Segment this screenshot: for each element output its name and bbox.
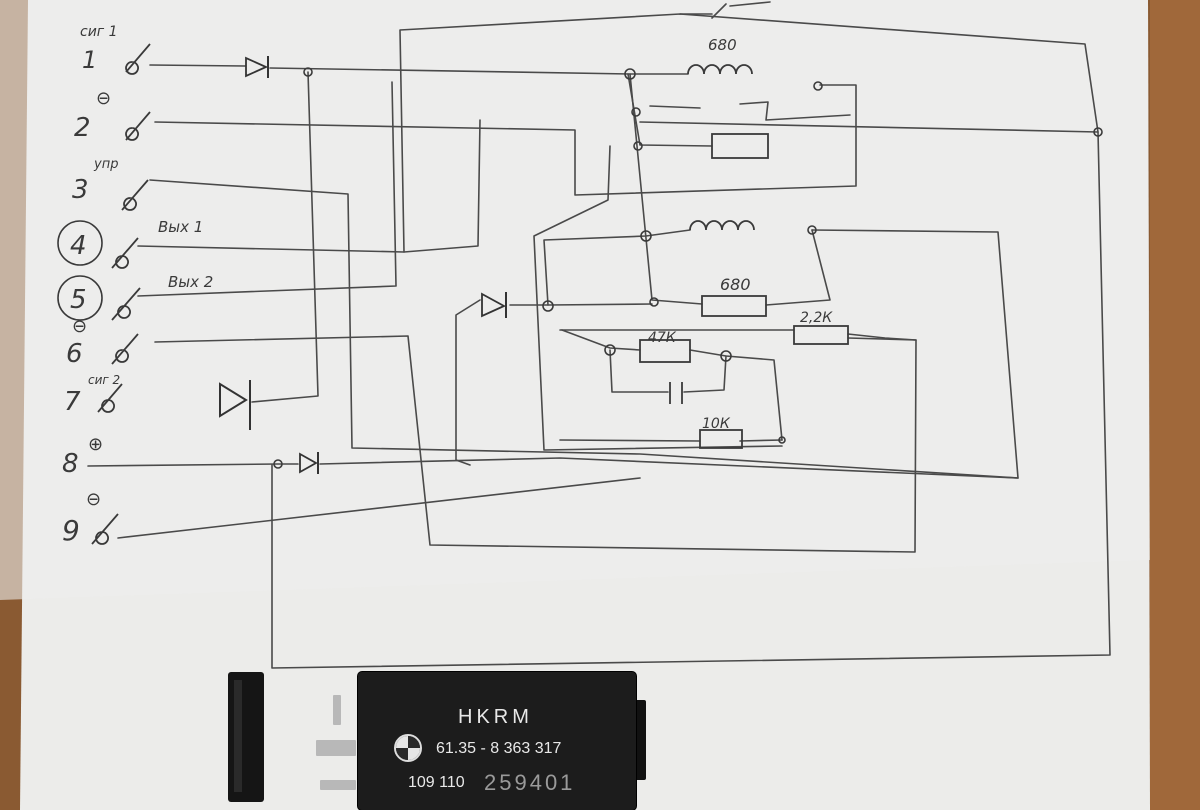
pin-4-number: 4 — [70, 231, 87, 261]
junction-nodes — [273, 67, 1103, 469]
resistor-10k — [699, 429, 743, 449]
relay-serial: 259401 — [484, 770, 576, 795]
pin-3-label: упр — [93, 157, 118, 172]
diode-d1 — [245, 56, 269, 78]
diode-d3 — [299, 452, 319, 474]
diode-d4 — [481, 292, 507, 318]
pin-1-number: 1 — [82, 46, 97, 74]
pin-5-label: Вых 2 — [168, 273, 213, 291]
relay-contact-coil — [711, 133, 769, 159]
pin-2-label: ⊖ — [96, 88, 111, 109]
coil-top — [687, 64, 753, 75]
resistor-10k-value: 10К — [702, 416, 731, 432]
pin-3-number: 3 — [72, 175, 89, 205]
pin-terminals — [91, 43, 151, 545]
pin-5-number: 5 — [70, 285, 87, 315]
resistors — [639, 133, 849, 449]
relay-pin — [316, 740, 356, 756]
hkrm-relay: HKRM 61.35 - 8 363 317 109 110 259401 — [358, 672, 636, 810]
diodes — [219, 56, 507, 474]
pin-8-number: 8 — [62, 449, 79, 479]
capacitor — [669, 382, 683, 404]
relay-pin — [333, 695, 341, 725]
relay-code: 109 110 — [408, 774, 465, 791]
resistor-47k-value: 47К — [648, 330, 677, 346]
relay-part-number: 61.35 - 8 363 317 — [436, 740, 562, 757]
pin-6-label: ⊖ — [72, 316, 87, 337]
resistor-47k — [639, 339, 691, 363]
resistor-680 — [701, 295, 767, 317]
coil-middle — [689, 220, 755, 231]
pin-2-number: 2 — [74, 113, 91, 143]
coils — [687, 64, 755, 231]
pin-9-label: ⊖ — [86, 489, 101, 510]
pin-1-label: сиг 1 — [80, 24, 118, 40]
pin-9-number: 9 — [62, 514, 80, 547]
relay-connector-plug — [228, 672, 264, 802]
wires — [87, 1, 1111, 669]
resistor-22k-value: 2,2К — [800, 310, 833, 326]
bmw-logo-icon — [394, 734, 422, 762]
coil-top-value: 680 — [708, 36, 737, 54]
pin-4-label: Вых 1 — [158, 218, 203, 236]
pin-4-circle — [57, 220, 103, 266]
relay-pin — [320, 780, 356, 790]
diode-d2 — [219, 380, 251, 430]
wooden-table — [1150, 0, 1200, 810]
relay-brand: HKRM — [458, 706, 533, 728]
pin-8-label: ⊕ — [88, 434, 103, 455]
pin-7-label: сиг 2 — [88, 373, 120, 387]
resistor-22k — [793, 325, 849, 345]
pin-6-number: 6 — [66, 339, 83, 369]
pin-labels: сиг 1 1 ⊖ 2 упр 3 4 Вых 1 5 Вых 2 ⊖ 6 си… — [57, 24, 213, 547]
relay-mounting-tab — [634, 700, 646, 780]
pin-7-number: 7 — [64, 387, 81, 417]
pin-5-circle — [57, 275, 103, 321]
resistor-680-value: 680 — [720, 275, 751, 294]
